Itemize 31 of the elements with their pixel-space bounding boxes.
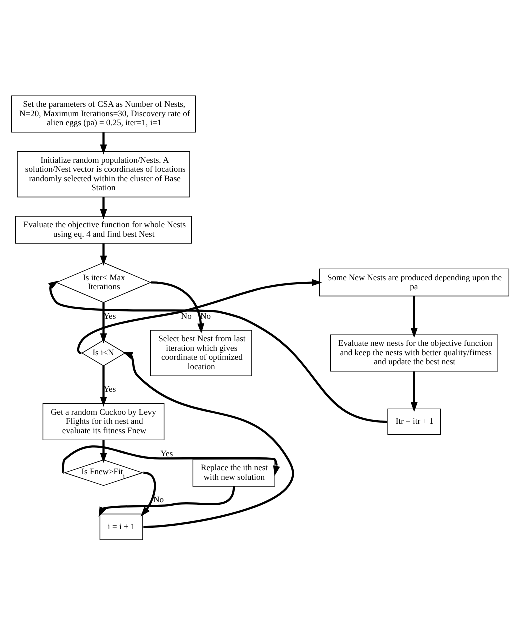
node-box: Set the parameters of CSA as Number of Nests, N=20, Maximum Iterations=30, Discovery rate of alien eggs (pa) = 0.25, iter=1, i=1 bbox=[11, 95, 196, 132]
arrow bbox=[48, 280, 387, 423]
node-box: Replace the ith nest with new solution bbox=[192, 458, 275, 486]
node-box: Get a random Cuckoo by Levy Flights for ith nest and evaluate its fitness Fnew bbox=[42, 403, 164, 440]
arrow bbox=[100, 132, 107, 154]
arrow bbox=[410, 296, 418, 338]
edge-label: Yes bbox=[160, 448, 173, 458]
node-diamond: Is iter< Max Iterations bbox=[55, 262, 152, 303]
arrow bbox=[140, 471, 156, 516]
arrow bbox=[100, 302, 107, 344]
node-box: i = i + 1 bbox=[99, 513, 143, 540]
arrow bbox=[100, 366, 107, 406]
node-box: Itr = itr + 1 bbox=[387, 408, 441, 435]
arrow bbox=[150, 281, 204, 334]
arrow bbox=[98, 486, 235, 517]
node-box: Evaluate new nests for the objective function and keep the nests with better quality/fitness and update the best nest bbox=[330, 334, 498, 372]
arrow bbox=[76, 278, 322, 354]
arrow bbox=[62, 445, 280, 476]
arrow bbox=[410, 371, 418, 412]
arrow bbox=[122, 352, 294, 528]
node-box: Evaluate the objective function for whole Nests using eq. 4 and find best Nest bbox=[14, 216, 192, 244]
edge-label: No bbox=[200, 310, 211, 320]
arrow bbox=[100, 243, 107, 266]
node-diamond: Is i<N bbox=[81, 340, 126, 366]
arrow bbox=[100, 196, 107, 220]
edge-label: No bbox=[180, 310, 192, 320]
edge-label: No bbox=[153, 494, 164, 504]
node-box: Initialize random population/Nests. A solution/Nest vector is coordinates of locations randomly selected within the cluster of Base Station bbox=[16, 150, 190, 198]
arrow bbox=[100, 440, 107, 463]
node-box: Some New Nests are produced depending upon the pa bbox=[318, 268, 509, 296]
node-box: Select best Nest from last iteration which gives coordinate of optimized location bbox=[150, 330, 252, 376]
